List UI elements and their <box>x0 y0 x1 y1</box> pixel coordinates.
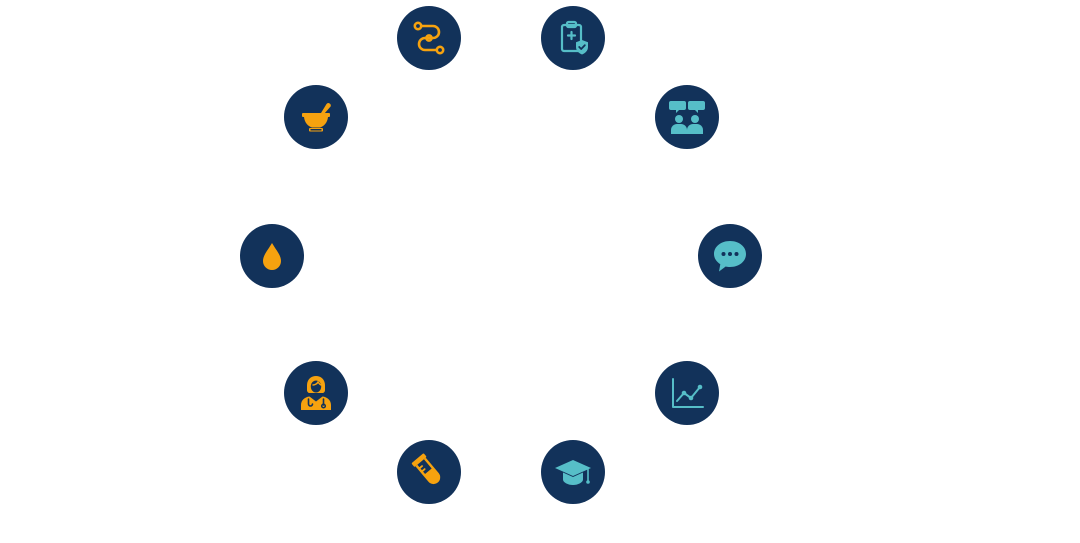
node-graduation <box>541 440 605 504</box>
node-chart <box>655 361 719 425</box>
node-clipboard <box>541 6 605 70</box>
doctor-icon <box>301 376 331 410</box>
node-drop <box>240 224 304 288</box>
route-path-icon <box>413 21 445 55</box>
line-chart-icon <box>672 378 704 408</box>
people-discussion-icon <box>669 101 705 134</box>
chat-bubble-icon <box>714 241 746 272</box>
node-doctor <box>284 361 348 425</box>
graduation-cap-icon <box>555 460 591 485</box>
clipboard-shield-icon <box>560 20 588 55</box>
node-route <box>397 6 461 70</box>
node-mortar <box>284 85 348 149</box>
mortar-pestle-icon <box>302 103 331 132</box>
node-test-tube <box>397 440 461 504</box>
blood-drop-icon <box>263 243 281 270</box>
node-discussion <box>655 85 719 149</box>
node-chat <box>698 224 762 288</box>
test-tube-icon <box>411 453 441 484</box>
